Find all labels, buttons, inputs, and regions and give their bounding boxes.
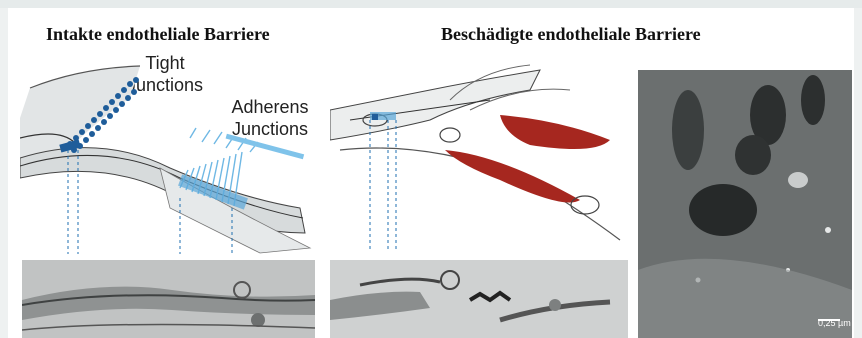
damaged-barrier-schematic [330, 60, 630, 255]
intact-barrier-schematic [20, 58, 320, 258]
top-band [0, 0, 862, 8]
tem-micrograph-damaged [330, 260, 628, 338]
title-intact-barrier: Intakte endotheliale Barriere [46, 24, 270, 45]
sem-micrograph [638, 70, 852, 338]
title-damaged-barrier: Beschädigte endotheliale Barriere [441, 24, 701, 45]
tem-micrograph-intact [22, 260, 315, 338]
sem-scale-bar-label: 0,25 µm [818, 318, 851, 328]
